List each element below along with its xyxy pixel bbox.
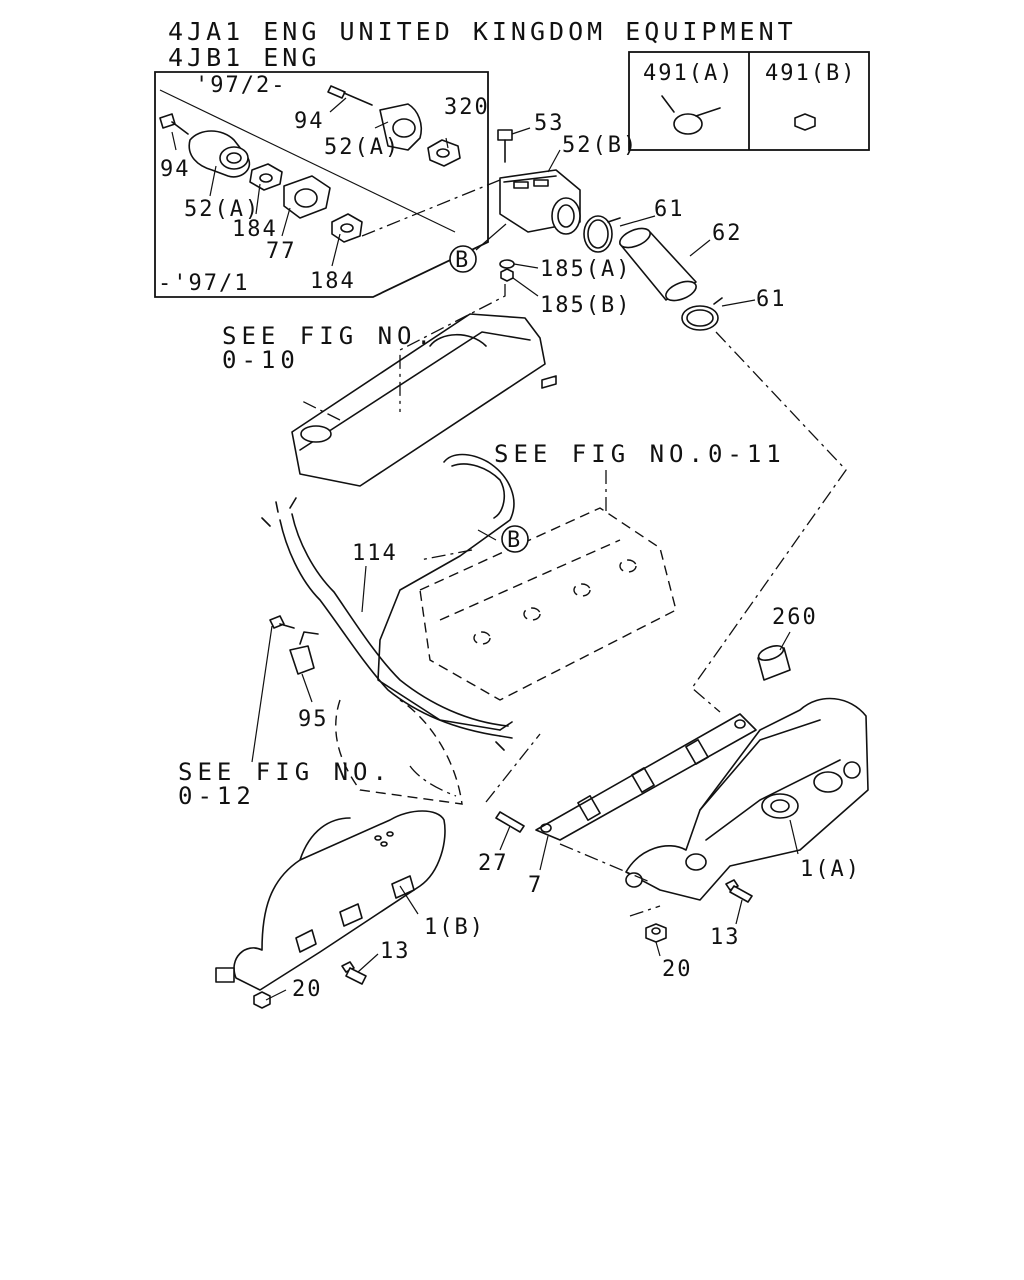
part-label-114: 114 [352,541,398,566]
marker-b-lower: B [507,528,522,553]
marker-b-upper-circle [449,245,477,273]
marker-b-upper: B [455,248,470,273]
part-label-185b: 185(B) [540,293,631,318]
diagram-title: 4JA1 ENG UNITED KINGDOM EQUIPMENT [168,17,797,46]
part-label-62: 62 [712,221,743,246]
bracket-95-icon [289,631,319,675]
part-label-61-lower: 61 [756,287,787,312]
thermostat-housing-upper-icon [379,103,423,151]
bolt-13-right-icon [725,879,753,903]
part-label-77: 77 [266,239,297,264]
see-fig-0-10-line2: 0-10 [222,346,300,374]
exhaust-manifold-1a-icon [625,697,869,901]
part-label-95: 95 [298,707,329,732]
part-label-94-upper: 94 [294,109,325,134]
legend-box [628,51,870,151]
part-label-1b: 1(B) [424,915,485,940]
diagram-subtitle: 4JB1 ENG [168,43,320,72]
part-label-27: 27 [478,851,509,876]
thermostat-77-icon [283,175,331,219]
see-fig-0-11: SEE FIG NO.0-11 [494,440,786,468]
part-label-61-upper: 61 [654,197,685,222]
part-label-7: 7 [528,873,543,898]
nut-185b-icon [500,268,514,282]
nut-20-right-icon [645,923,667,943]
water-outlet-pipe-upper-icon [188,130,251,178]
part-label-52a-upper: 52(A) [324,135,400,160]
engine-block-icon [335,699,463,805]
part-label-52a-lower: 52(A) [184,197,260,222]
gasket-184-right-icon [331,213,363,243]
cylinder-head-icon [419,507,677,701]
manifold-gasket-7-icon [535,713,757,841]
gasket-320-icon [427,139,461,167]
clip-491b-icon [794,113,816,131]
part-label-52b: 52(B) [562,133,638,158]
bushing-260-icon [757,645,791,681]
heat-shield-1b-icon [215,810,446,991]
part-label-94-left: 94 [160,157,191,182]
see-fig-0-12-line1: SEE FIG NO. [178,758,392,786]
washer-185a-icon [499,259,515,269]
rocker-cover-icon [291,313,557,487]
part-label-13-right: 13 [710,925,741,950]
bolt-95-icon [269,615,295,629]
part-label-20-left: 20 [292,977,323,1002]
hose-clamp-61-lower-icon [681,297,723,331]
nut-20-left-icon [253,991,271,1009]
leader-lines [171,97,799,1001]
stud-27-icon [495,811,525,833]
bolt-13-left-icon [341,961,367,985]
part-label-185a: 185(A) [540,257,631,282]
gasket-184-left-icon [249,163,283,191]
part-label-320: 320 [444,95,490,120]
part-label-1a: 1(A) [800,857,861,882]
see-fig-0-10-line1: SEE FIG NO. [222,322,436,350]
hose-62-icon [619,227,697,302]
part-label-53: 53 [534,111,565,136]
bolt-94-upper-icon [327,85,373,106]
inset-period-to: -'97/1 [158,271,249,296]
bolt-53-icon [497,129,513,163]
part-label-13-left: 13 [380,939,411,964]
bolt-94-left-icon [159,113,189,135]
see-fig-0-12-line2: 0-12 [178,782,256,810]
marker-b-lower-circle [501,525,529,553]
legend-491b-label: 491(B) [765,61,856,86]
sensor-491a-icon [661,95,721,135]
part-label-184-left: 184 [232,217,278,242]
part-label-20-right: 20 [662,957,693,982]
intake-housing-52b-icon [499,169,581,235]
inset-frame [154,71,489,298]
connection-paths [299,179,847,917]
hose-clamp-61-upper-icon [583,215,621,253]
part-label-260: 260 [772,605,818,630]
wiring-harness-114-icon [261,453,515,751]
inset-period-from: '97/2- [195,73,286,98]
part-label-184-right: 184 [310,269,356,294]
legend-491a-label: 491(A) [643,61,734,86]
